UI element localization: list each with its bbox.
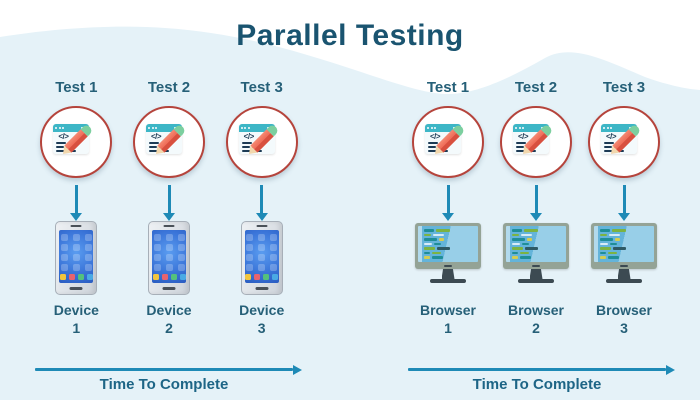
browser-label: Browser 1 — [419, 302, 477, 336]
monitor-screen — [506, 226, 566, 262]
monitor-icon — [415, 223, 481, 283]
monitor-icon — [503, 223, 569, 283]
phone-home-bar — [255, 287, 269, 290]
test-label: Test 2 — [514, 79, 558, 96]
test-case-icon: </> — [40, 106, 113, 178]
phone-apps-grid — [152, 230, 186, 271]
device-label: Device 2 — [146, 302, 192, 336]
device-slot — [591, 221, 657, 295]
code-glyph: </> — [518, 132, 529, 141]
phone-speaker — [70, 225, 82, 227]
smartphone-icon — [55, 221, 98, 295]
test-label: Test 3 — [240, 79, 283, 96]
test-case-icon: </> — [412, 106, 484, 178]
browser-label: Browser 3 — [595, 302, 653, 336]
device-slot — [240, 221, 283, 295]
code-lines — [512, 229, 538, 259]
phone-speaker — [256, 225, 268, 227]
right-arrow-icon — [408, 368, 666, 371]
monitor-stand-neck — [529, 269, 543, 279]
down-arrow-icon — [534, 185, 538, 213]
phone-apps-grid — [245, 230, 279, 271]
monitor-screen — [594, 226, 654, 262]
down-arrow-icon — [622, 185, 626, 213]
code-glyph: </> — [430, 132, 441, 141]
monitor-logo — [532, 265, 540, 267]
phone-speaker — [163, 225, 175, 227]
phone-home-bar — [162, 287, 176, 290]
phone-dock — [245, 274, 279, 280]
device-slot — [503, 221, 569, 295]
monitor-logo — [444, 265, 452, 267]
phone-screen — [244, 230, 279, 283]
phone-apps-grid — [59, 230, 93, 271]
device-column-2: Test 2 </> — [123, 78, 216, 337]
device-label: Device 3 — [239, 302, 285, 336]
monitor-stand-base — [518, 279, 554, 283]
down-arrow-icon — [74, 185, 78, 213]
background-wave — [0, 0, 700, 95]
test-case-icon: </> — [500, 106, 572, 178]
test-label: Test 2 — [147, 79, 191, 96]
page-title: Parallel Testing — [236, 19, 464, 52]
device-slot — [55, 221, 98, 295]
code-gutter — [506, 226, 510, 262]
phone-home-bar — [69, 287, 83, 290]
device-label: Device 1 — [53, 302, 99, 336]
test-case-icon: </> — [133, 106, 205, 178]
phone-screen — [152, 230, 186, 283]
browser-column-1: Test 1 </> — [404, 78, 492, 337]
test-case-icon: </> — [588, 106, 660, 178]
monitor-screen — [418, 226, 478, 262]
code-gutter — [418, 226, 422, 262]
device-testing-section: Test 1 </> — [30, 78, 308, 337]
time-to-complete-left: Time To Complete — [35, 368, 293, 393]
smartphone-icon — [240, 221, 283, 295]
monitor-stand-neck — [441, 269, 455, 279]
phone-dock — [59, 274, 93, 280]
monitor-frame — [503, 223, 569, 269]
phone-dock — [152, 274, 186, 280]
right-arrow-icon — [35, 368, 293, 371]
monitor-icon — [591, 223, 657, 283]
code-glyph: </> — [243, 132, 255, 141]
monitor-stand-base — [606, 279, 642, 283]
device-slot — [415, 221, 481, 295]
monitor-stand-neck — [617, 269, 631, 279]
code-lines — [424, 229, 450, 259]
code-lines — [600, 229, 626, 259]
down-arrow-icon — [167, 185, 171, 213]
test-label: Test 1 — [55, 79, 98, 96]
time-label: Time To Complete — [99, 376, 229, 393]
test-label: Test 3 — [602, 79, 646, 96]
device-column-3: Test 3 </> — [215, 78, 308, 337]
code-gutter — [594, 226, 598, 262]
time-to-complete-right: Time To Complete — [408, 368, 666, 393]
smartphone-icon — [148, 221, 190, 295]
monitor-stand-base — [430, 279, 466, 283]
monitor-frame — [591, 223, 657, 269]
test-case-icon: </> — [225, 106, 298, 178]
browser-testing-section: Test 1 </> — [404, 78, 668, 337]
monitor-logo — [620, 265, 628, 267]
test-label: Test 1 — [426, 79, 470, 96]
code-glyph: </> — [58, 132, 69, 141]
browser-label: Browser 2 — [507, 302, 565, 336]
time-label: Time To Complete — [472, 376, 602, 393]
device-column-1: Test 1 </> — [30, 78, 123, 337]
device-slot — [148, 221, 190, 295]
browser-column-2: Test 2 </> — [492, 78, 580, 337]
code-glyph: </> — [151, 132, 162, 141]
browser-column-3: Test 3 </> — [580, 78, 668, 337]
down-arrow-icon — [446, 185, 450, 213]
down-arrow-icon — [260, 185, 264, 213]
monitor-frame — [415, 223, 481, 269]
phone-screen — [59, 230, 94, 283]
code-glyph: </> — [606, 132, 617, 141]
